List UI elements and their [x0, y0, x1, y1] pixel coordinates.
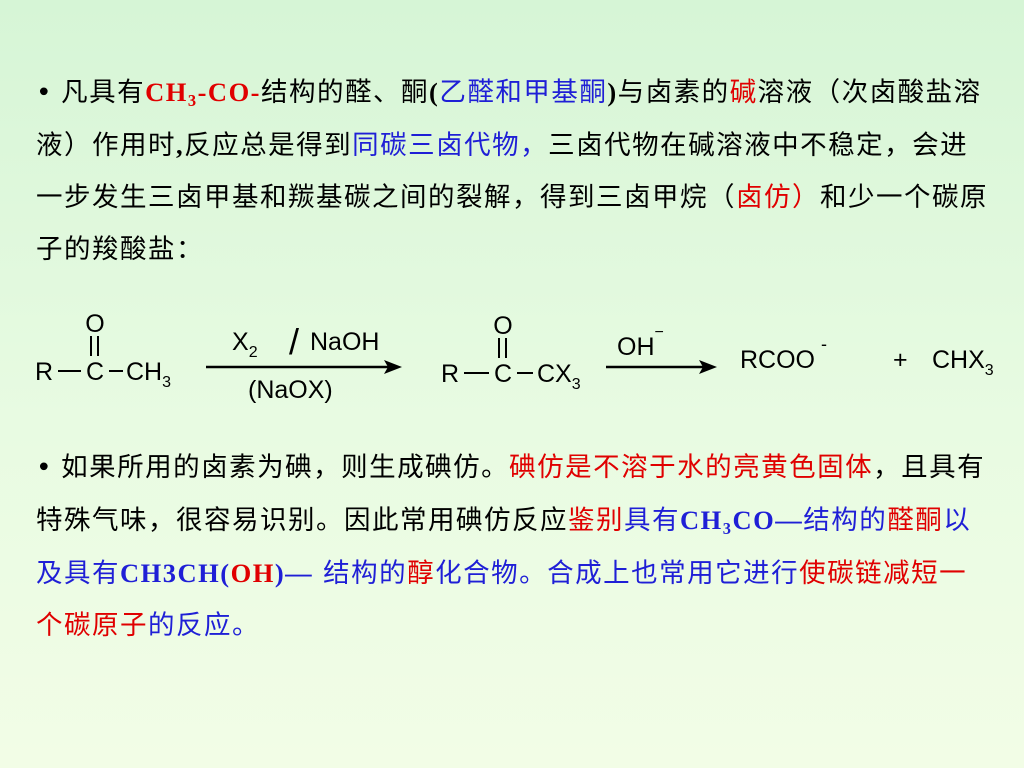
- reagent-slash: /: [289, 321, 299, 362]
- product-chx-text: CHX: [932, 346, 985, 374]
- left-ch-text: CH: [126, 358, 162, 386]
- text: 结构的醛、酮: [261, 77, 430, 108]
- reagent-x2: X2: [232, 328, 258, 361]
- paragraph-haloform-intro: •凡具有CH3-CO-结构的醛、酮(乙醛和甲基酮)与卤素的碱溶液（次卤酸盐溶液）…: [36, 66, 988, 276]
- text: 反应总是得到: [184, 130, 353, 161]
- product-chx3: CHX3: [932, 346, 994, 379]
- reagent-naoh: NaOH: [310, 328, 379, 356]
- haloform-reaction-equation: O R C CH3 X2 / NaOH (NaOX) O R C CX3 OH−…: [35, 310, 994, 404]
- formula-subscript: 3: [187, 90, 198, 110]
- left-ch-sub: 3: [162, 374, 171, 391]
- highlight-blue: 结构的: [313, 558, 408, 589]
- mid-cx-sub: 3: [572, 376, 581, 393]
- mid-o: O: [493, 312, 512, 340]
- reagent-oh: OH−: [617, 324, 664, 361]
- highlight-blue: 化合物。合成上也常用它进行: [435, 558, 800, 589]
- mid-cx3: CX3: [537, 360, 581, 393]
- highlight-blue: 具有: [624, 505, 680, 536]
- paren-open: (: [429, 77, 440, 107]
- text: 如果所用的卤素为碘，则生成碘仿。: [61, 452, 510, 483]
- plus-sign: +: [893, 346, 908, 374]
- highlight-red: 碘仿是不溶于水的亮黄色固体: [509, 452, 874, 483]
- reagent-x-sub: 2: [249, 344, 258, 361]
- formula-part: CH3CH(: [120, 558, 231, 588]
- highlight-red: 卤仿）: [736, 182, 820, 213]
- reagent-x-text: X: [232, 328, 249, 356]
- highlight-blue: 同碳三卤代物，: [352, 130, 549, 161]
- highlight-red: 使碳链减短一个碳原子: [36, 558, 968, 641]
- comma: ,: [176, 130, 185, 160]
- formula-part: CH: [145, 77, 188, 107]
- reagent-oh-text: OH: [617, 333, 655, 361]
- bullet: •: [36, 452, 54, 483]
- text: 与卤素的: [617, 77, 730, 108]
- text: ，且具有特殊气味，很容易识别。因此常用碘仿反应: [36, 452, 986, 536]
- arrow-1-head: [384, 360, 402, 374]
- highlight-blue: 以及具有: [36, 505, 972, 589]
- formula-ch3co: CH3CO—: [680, 505, 804, 538]
- product-chx-sub: 3: [985, 362, 994, 379]
- highlight-blue: 的反应。: [148, 610, 260, 641]
- paragraph-iodoform: •如果所用的卤素为碘，则生成碘仿。碘仿是不溶于水的亮黄色固体，且具有特殊气味，很…: [36, 442, 988, 652]
- highlight-red: 醛酮: [887, 505, 944, 536]
- text: 和少一个碳原子的羧酸盐：: [36, 182, 988, 265]
- highlight-red: 鉴别: [568, 505, 624, 536]
- mid-c: C: [494, 360, 512, 388]
- formula-part: CH: [680, 505, 723, 535]
- left-ch3: CH3: [126, 358, 171, 391]
- formula-part: CO—: [732, 505, 804, 535]
- product-rcoo: RCOO-: [740, 334, 827, 374]
- paren-close: ): [607, 77, 618, 107]
- formula-part: -CO-: [197, 77, 262, 107]
- left-r: R: [35, 358, 53, 386]
- arrow-2-head: [699, 360, 717, 374]
- text: 三卤代物在碱溶液中不稳定，会进一步发生三卤甲基和羰基碳之间的裂解，得到三卤甲烷（: [36, 130, 969, 213]
- highlight-red: 醇: [407, 558, 436, 589]
- highlight-blue: 乙醛和甲基酮: [439, 77, 608, 108]
- bullet: •: [36, 77, 54, 108]
- left-o: O: [85, 310, 104, 338]
- reagent-oh-sup: −: [655, 324, 664, 341]
- highlight-red: 碱: [729, 77, 758, 108]
- product-rcoo-sup: -: [821, 334, 827, 354]
- formula-ch3ch-oh: CH3CH(OH)—: [120, 558, 313, 588]
- mid-cx-text: CX: [537, 360, 572, 388]
- highlight-blue: 结构的: [803, 505, 888, 536]
- reagent-naox: (NaOX): [248, 376, 333, 404]
- left-c: C: [86, 358, 104, 386]
- formula-subscript: 3: [722, 518, 733, 538]
- text: 凡具有: [61, 77, 146, 108]
- mid-r: R: [441, 360, 459, 388]
- text: 溶液（次卤酸盐溶液）作用时: [36, 77, 982, 161]
- formula-oh: OH: [230, 558, 275, 588]
- formula-part: )—: [274, 558, 314, 588]
- product-rcoo-text: RCOO: [740, 346, 815, 374]
- formula-ch3co: CH3-CO-: [145, 77, 262, 110]
